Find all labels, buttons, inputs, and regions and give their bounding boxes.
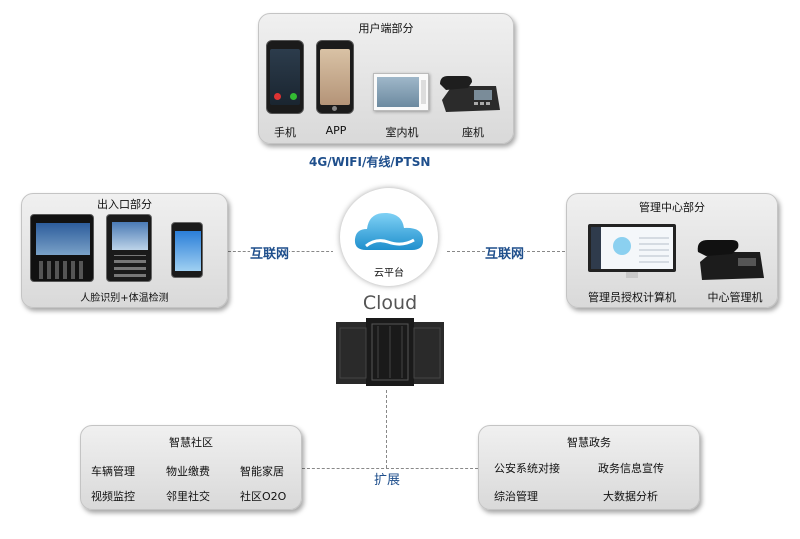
access-terminal-2 [106,214,152,282]
feature-big-data: 大数据分析 [603,490,658,503]
access-terminal-3 [171,222,203,278]
cloud-text: Cloud [362,292,418,314]
feature-police-integration: 公安系统对接 [494,462,560,475]
phone-device [266,40,304,114]
computer-label: 管理员授权计算机 [588,291,676,304]
app-device [316,40,354,114]
feature-neighbor-social: 邻里社交 [166,490,210,503]
desk-phone-device [440,76,500,112]
link-line-bottom-horizontal [302,468,478,469]
user-section-title: 用户端部分 [358,22,414,35]
cloud-icon [354,212,424,250]
feature-property-fee: 物业缴费 [166,465,210,478]
link-label-left: 互联网 [250,243,290,262]
feature-smart-home: 智能家居 [240,465,284,478]
phone-label: 手机 [274,126,296,139]
smart-community-panel [80,425,302,510]
link-line-bottom-vertical [386,390,387,468]
access-terminal-1 [30,214,94,282]
app-label: APP [325,124,347,137]
indoor-unit-label: 室内机 [385,126,419,139]
cloud-platform-label: 云平台 [374,268,404,279]
feature-gov-info: 政务信息宣传 [598,462,664,475]
center-phone-icon [697,240,764,280]
computer-icon [588,224,676,280]
link-label-right: 互联网 [485,243,525,262]
indoor-unit-device [373,73,429,111]
link-label-bottom: 扩展 [374,469,401,488]
smart-community-title: 智慧社区 [169,436,213,449]
feature-vehicle: 车辆管理 [91,465,135,478]
smart-government-panel [478,425,700,510]
feature-governance: 综治管理 [494,490,538,503]
center-phone-label: 中心管理机 [707,291,763,304]
link-label-top: 4G/WIFI/有线/PTSN [309,153,431,170]
feature-community-o2o: 社区O2O [240,490,287,503]
server-rack-icon [336,318,444,386]
feature-video-monitor: 视频监控 [91,490,135,503]
access-section-title: 出入口部分 [97,198,152,211]
management-section-title: 管理中心部分 [639,201,705,214]
desk-phone-label: 座机 [462,126,484,139]
smart-government-title: 智慧政务 [567,436,611,449]
access-caption: 人脸识别+体温检测 [80,293,169,304]
